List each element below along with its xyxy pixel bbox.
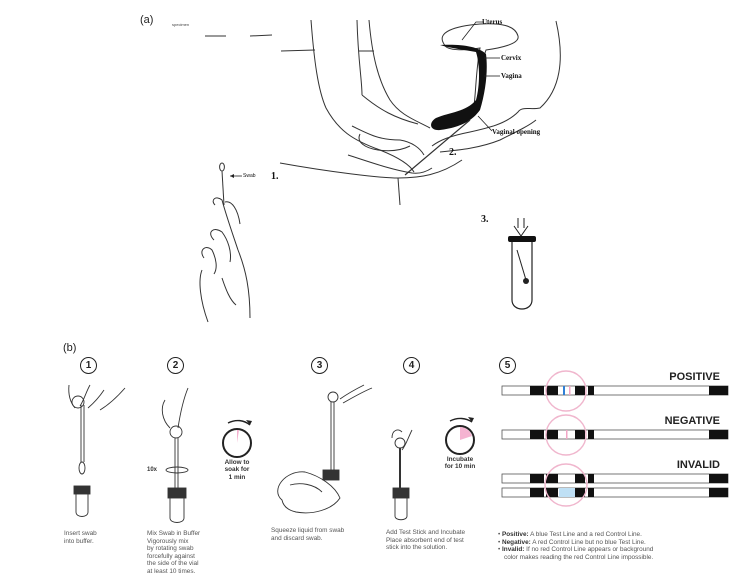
caption-line: Mix Swab in Buffer <box>147 530 201 537</box>
caption-line: Place absorbent end of test <box>386 536 464 544</box>
caption-line: into buffer. <box>64 537 94 545</box>
result-positive-label: POSITIVE <box>669 371 720 383</box>
step-3-caption: Squeeze liquid from swab and discard swa… <box>271 527 344 542</box>
highlight-circle <box>545 414 587 456</box>
caption-line: Squeeze liquid from swab <box>271 527 345 534</box>
dash-lines <box>205 34 273 37</box>
panel-b-label: (b) <box>63 342 77 354</box>
step-5-number: 5 <box>499 357 516 374</box>
right-arm-outer <box>368 19 431 129</box>
label-vaginal-opening: Vaginal opening <box>492 128 541 136</box>
step-1-label: 1. <box>271 171 279 182</box>
highlight-circle <box>545 370 587 412</box>
strip-positive <box>501 370 729 412</box>
step2-illustration <box>161 387 189 523</box>
legend-text: A red Control Line but no blue Test Line… <box>532 538 646 546</box>
timer-1min-icon <box>222 419 252 458</box>
caption-line: Add Test Stick and Incubate <box>386 529 466 536</box>
legend-item-positive: • Positive: A blue Test Line and a red C… <box>498 531 642 538</box>
caption-line: Insert swab <box>64 530 97 537</box>
rotation-arrow-icon <box>165 466 189 474</box>
swab-arrow-head <box>230 174 234 178</box>
step-1-number: 1 <box>80 357 97 374</box>
legend-item-invalid: • Invalid: If no red Control Line appear… <box>498 546 654 554</box>
timer-2-line: Incubate <box>446 456 474 463</box>
step1-illustration <box>68 384 126 517</box>
swab-insertion-line <box>404 119 471 176</box>
step3-illustration <box>277 384 373 514</box>
specimen-label: specimen <box>172 22 190 27</box>
strip-negative <box>501 414 729 456</box>
caption-line: the side of the vial <box>147 560 199 568</box>
step-3-number: 3 <box>311 357 328 374</box>
rotation-count: 10x <box>147 467 158 473</box>
legend-item-invalid-cont: color makes reading the red Control Line… <box>498 554 738 562</box>
control-line <box>566 430 568 439</box>
caption-line: and discard swab. <box>271 534 323 542</box>
control-line <box>569 386 571 395</box>
step-2-caption: Mix Swab in Buffer Vigorously mix by rot… <box>147 530 200 576</box>
caption-line: Vigorously mix <box>147 537 189 545</box>
legend-term: Negative: <box>502 538 531 546</box>
legend-term: Positive: <box>502 531 529 538</box>
background-color <box>559 488 575 497</box>
legend-text: A blue Test Line and a red Control Line. <box>530 531 642 538</box>
legend-item-negative: • Negative: A red Control Line but no bl… <box>498 538 646 546</box>
step-1-caption: Insert swab into buffer. <box>64 530 97 545</box>
tube-body <box>511 242 533 310</box>
reproductive-tract-shading <box>431 44 487 131</box>
step-4-number: 4 <box>403 357 420 374</box>
step-3-label: 3. <box>481 214 489 225</box>
label-swab: Swab <box>243 173 256 179</box>
leg-line <box>397 177 401 206</box>
table-lines <box>280 49 374 52</box>
timer-2-line: for 10 min <box>444 463 476 471</box>
legend-text: color makes reading the red Control Line… <box>504 553 654 561</box>
test-line <box>563 386 565 395</box>
caption-line: stick into the solution. <box>386 544 448 552</box>
result-negative-label: NEGATIVE <box>664 415 720 427</box>
down-arrow-shaft <box>517 218 525 228</box>
right-arm-outline <box>356 19 363 96</box>
step-2-label: 2. <box>449 147 457 158</box>
timer-10min-icon <box>445 417 475 455</box>
hand-with-swab <box>199 162 251 323</box>
highlight-circle <box>544 463 588 507</box>
timer-1-line: 1 min <box>228 473 246 481</box>
legend-term: Invalid: <box>502 546 525 554</box>
collection-tube <box>508 218 536 310</box>
timer-1-caption: Allow to soak for 1 min <box>214 459 260 481</box>
strip-invalid-2 <box>501 463 729 507</box>
result-invalid-label: INVALID <box>676 459 720 471</box>
caption-line: by rotating swab <box>147 545 194 553</box>
caption-line: forcefully against <box>147 552 195 560</box>
timer-2-caption: Incubate for 10 min <box>436 456 484 471</box>
timer-1-line: soak for <box>224 466 250 474</box>
strip-invalid-1 <box>501 473 729 484</box>
step4-illustration <box>391 429 413 521</box>
label-uterus: Uterus <box>482 18 503 26</box>
step-2-number: 2 <box>167 357 184 374</box>
timer-1-line: Allow to <box>224 459 250 466</box>
panel-a-label: (a) <box>140 14 154 26</box>
caption-line: at least 10 times. <box>147 567 196 575</box>
label-cervix: Cervix <box>501 54 522 62</box>
left-arm-outline <box>310 19 415 173</box>
legend-text: If no red Control Line appears or backgr… <box>526 546 654 554</box>
tube-cap <box>508 236 536 242</box>
result-legend: • Positive: A blue Test Line and a red C… <box>498 531 738 561</box>
label-vagina: Vagina <box>501 72 522 80</box>
step-4-caption: Add Test Stick and Incubate Place absorb… <box>386 529 465 552</box>
